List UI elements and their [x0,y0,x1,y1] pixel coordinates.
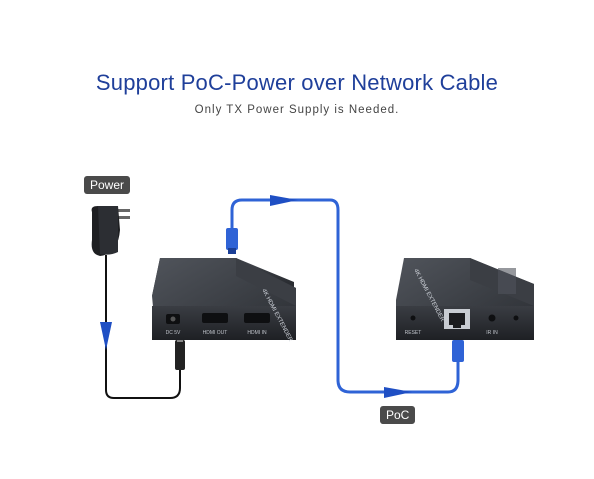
arrow-right-icon [270,195,298,206]
hdmi-in-port-icon [244,313,270,323]
transmitter-device: 4K HDMI EXTENDER DC 5V HDMI OUT HDMI IN [152,258,296,343]
page-title: Support PoC-Power over Network Cable [95,70,499,95]
poc-tag: PoC [380,406,416,424]
tx-port-label: HDMI IN [247,330,267,336]
rx-port-label: RESET [405,330,422,336]
page-subtitle: Only TX Power Supply is Needed. [194,104,400,116]
power-tag: Power [84,176,131,194]
arrow-down-icon [100,322,112,350]
rx-port-label: IR IN [486,330,498,336]
power-adapter-icon [91,206,130,256]
ir-in-port-icon [488,314,496,322]
receiver-device: 4K HDMI EXTENDER RESET IR IN [396,258,534,340]
rj45-plug-icon [226,228,238,250]
power-led-icon [513,315,519,321]
rj45-plug-icon [452,340,464,362]
arrow-right-icon [384,387,412,398]
tx-port-label: HDMI OUT [203,330,228,336]
reset-button-icon [410,315,416,321]
tx-port-label: DC 5V [166,330,181,336]
network-cable [226,195,464,398]
dc-plug-icon [175,340,185,370]
hdmi-out-port-icon [202,313,228,323]
